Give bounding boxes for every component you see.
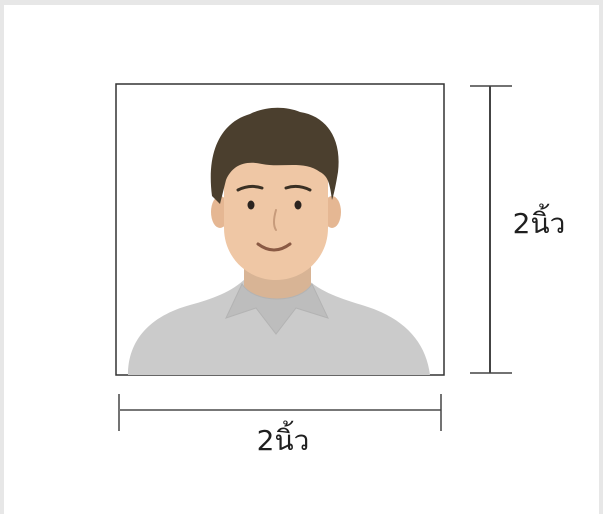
- left-eye: [248, 201, 255, 210]
- right-eye: [295, 201, 302, 210]
- height-label: 2นิ้ว: [513, 203, 566, 240]
- width-dimension: 2นิ้ว: [119, 394, 441, 457]
- width-label: 2นิ้ว: [257, 420, 310, 457]
- height-dimension: 2นิ้ว: [470, 86, 565, 373]
